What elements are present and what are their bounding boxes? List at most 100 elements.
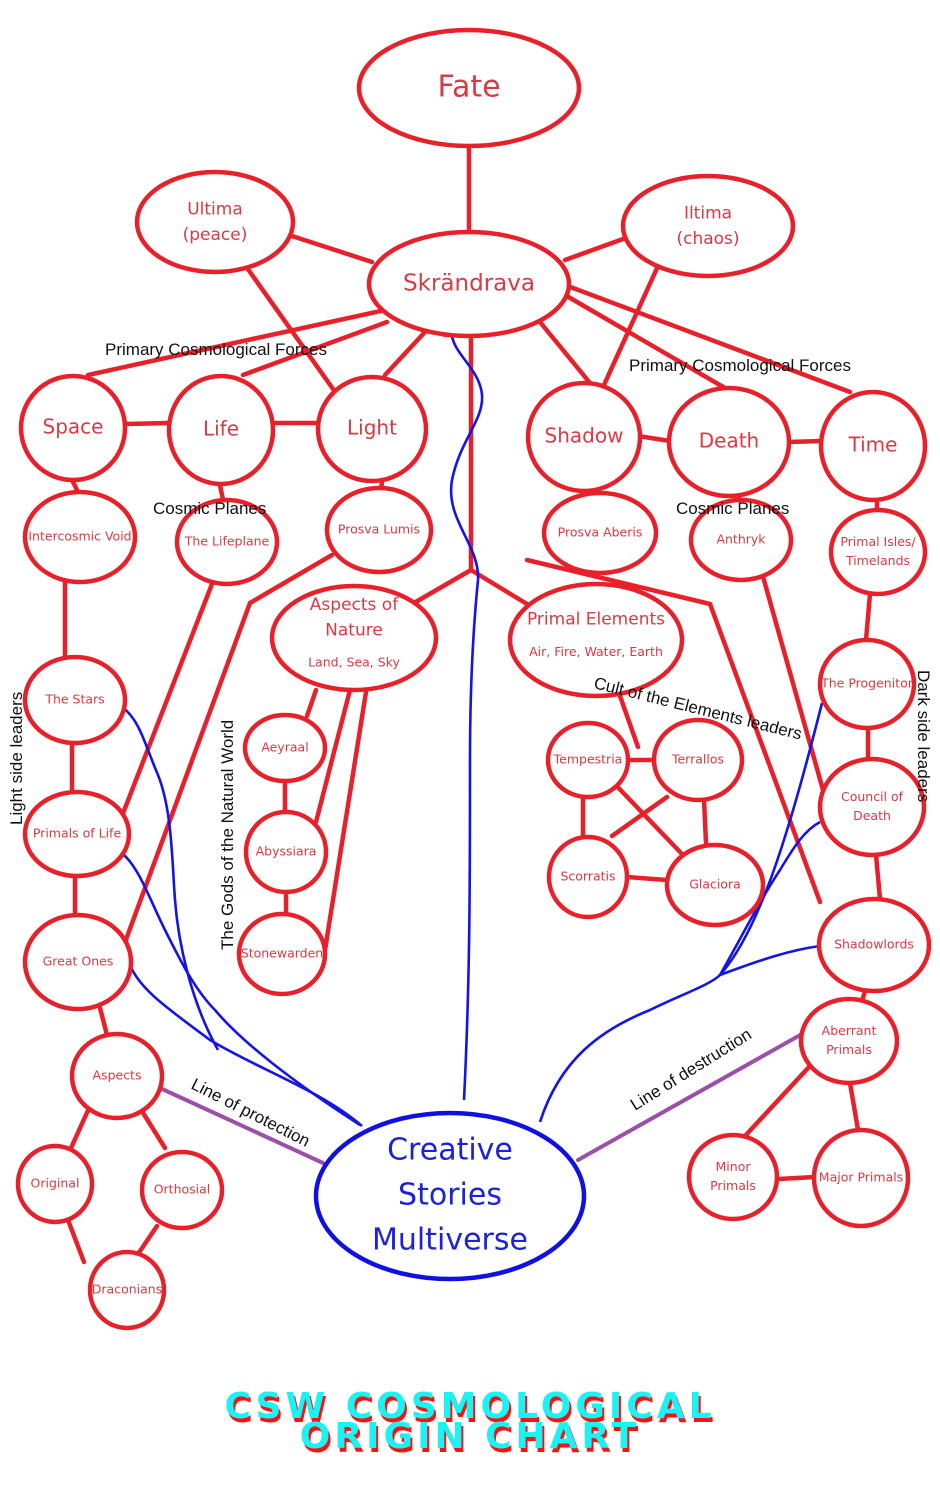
node-life[interactable]: Life [166,373,276,487]
connector-line [701,797,709,846]
node-glaciora[interactable]: Glaciora [664,842,766,928]
connector-line [775,1174,818,1182]
connector-line [240,319,390,378]
node-aspects[interactable]: Aspects [69,1031,165,1121]
edges-layer [62,143,883,1265]
influence-path [128,964,363,1127]
title-line2: ORIGIN CHART [300,1416,640,1457]
node-shape [22,789,132,879]
connector-line [468,567,530,607]
node-terrallos[interactable]: Terrallos [651,717,745,803]
node-shape [174,497,280,587]
connector-line [65,1217,87,1265]
node-the-stars[interactable]: The Stars [22,654,128,746]
node-space[interactable]: Space [18,373,128,483]
node-label: Death [853,808,891,823]
node-shape [22,912,134,1012]
node-prosva-lumis[interactable]: Prosva Lumis [324,485,434,575]
node-primals-of-life[interactable]: Primals of Life [22,789,132,879]
node-lifeplane[interactable]: The Lifeplane [174,497,280,587]
node-great-ones[interactable]: Great Ones [22,912,134,1012]
node-label: Intercosmic Void [28,529,131,544]
node-label: (chaos) [676,229,739,249]
node-shape [545,720,631,800]
node-shape [18,373,128,483]
connector-line [863,591,873,643]
node-shape [664,842,766,928]
node-shape [798,996,900,1086]
node-label: Light [347,416,397,440]
node-light[interactable]: Light [315,374,429,484]
node-label: Draconians [92,1282,162,1297]
title-line2-shadow: ORIGIN CHART [302,1420,642,1461]
node-shadow[interactable]: Shadow [525,380,643,494]
node-label: Death [699,429,759,453]
node-tempestria[interactable]: Tempestria [545,720,631,800]
chart-title: CSW COSMOLOGICAL CSW COSMOLOGICAL ORIGIN… [224,1386,715,1461]
connector-line [873,852,883,902]
node-shape [242,712,328,784]
connector-line [605,774,684,856]
connector-line [85,307,388,378]
node-label: Aspects of [310,595,399,615]
node-label: Primal Elements [527,610,665,630]
connector-line [562,236,626,263]
connector-line [313,687,353,825]
node-ultima[interactable]: Ultima(peace) [134,169,296,275]
node-shape [236,911,328,997]
connector-line [562,292,728,391]
connector-line [382,329,428,378]
node-intercosmic-void[interactable]: Intercosmic Void [22,489,138,585]
node-label: Terrallos [671,752,724,767]
connector-line [757,563,826,793]
node-death[interactable]: Death [666,385,792,499]
node-aeyraal[interactable]: Aeyraal [242,712,328,784]
node-skrandrava[interactable]: Skrändrava [366,229,572,339]
connector-line [411,567,474,606]
node-scorratis[interactable]: Scorratis [546,834,630,920]
node-prosva-aberis[interactable]: Prosva Aberis [541,490,659,576]
node-shape [139,1149,225,1231]
title-line1: CSW COSMOLOGICAL [224,1386,715,1427]
node-label: Original [31,1176,80,1191]
node-stonewarden[interactable]: Stonewarden [236,911,328,997]
node-label: Aspects [93,1068,142,1083]
node-label: The Stars [44,692,104,707]
node-anthryk[interactable]: Anthryk [688,497,794,583]
connector-line [562,282,853,395]
influence-path [719,944,821,977]
node-shadowlords[interactable]: Shadowlords [816,896,932,994]
node-original[interactable]: Original [15,1143,95,1225]
connector-line [68,1103,93,1151]
node-draconians[interactable]: Draconians [87,1249,167,1331]
connector-line [624,874,670,883]
node-major-primals[interactable]: Major Primals [811,1127,911,1229]
connector-line [786,438,824,445]
node-shape [828,507,928,597]
node-abyssiara[interactable]: Abyssiara [243,809,329,895]
node-shape [666,385,792,499]
connector-line [524,557,713,607]
node-time[interactable]: Time [818,389,928,503]
influence-path [449,335,484,1101]
node-iltima[interactable]: Iltima(chaos) [620,173,796,279]
influence-paths-layer [121,335,824,1127]
node-primal-isles[interactable]: Primal Isles/Timelands [828,507,928,597]
connector-line [537,319,593,386]
connector-line [289,233,375,265]
label-cosmic-planes-left: Cosmic Planes [153,499,266,518]
node-label: Minor [716,1159,752,1174]
node-label: Life [203,417,239,441]
node-progenitor[interactable]: The Progenitor [817,637,917,731]
node-label: Skrändrava [403,271,535,297]
node-label: Primals [826,1042,872,1057]
node-orthosial[interactable]: Orthosial [139,1149,225,1231]
node-shape [243,809,329,895]
node-fate[interactable]: Fate [356,27,582,149]
